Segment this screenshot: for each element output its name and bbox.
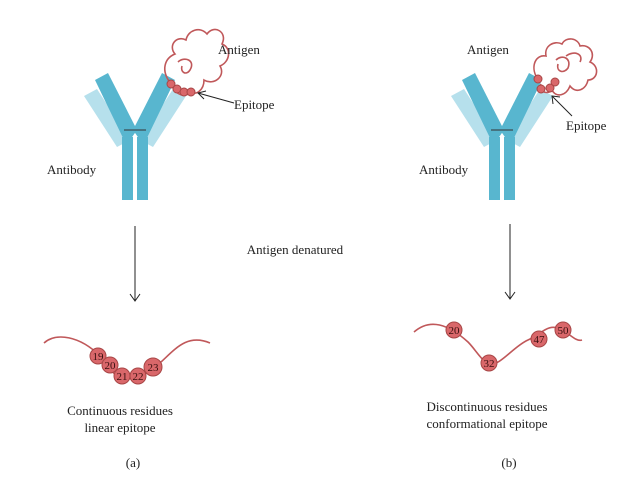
residue-a-23-label: 23: [148, 362, 160, 374]
antibody-a-light-chain-right: [140, 89, 186, 147]
antigen-b-epitope-residue: [545, 83, 555, 93]
antibody-a-stem-right: [137, 137, 148, 200]
residue-a-20: [101, 356, 119, 374]
residue-b-20: [445, 321, 463, 339]
residue-b-47-label: 47: [534, 334, 546, 346]
epitope-b-label: Epitope: [566, 118, 607, 133]
epitope-a-pointer: [197, 92, 235, 104]
epitope-b-pointer-head: [551, 95, 561, 105]
residue-a-22-label: 22: [133, 371, 144, 383]
panel-b-label: (b): [501, 455, 516, 470]
antibody-b-stem-right: [504, 137, 515, 200]
antigen-a-label: Antigen: [218, 42, 260, 57]
antigen-b-label: Antigen: [467, 42, 509, 57]
antibody-b-stem-left: [489, 137, 500, 200]
residue-b-50-label: 50: [558, 325, 570, 337]
antibody-b-light-chain-left: [451, 89, 497, 147]
denature-arrow-a-head: [129, 293, 141, 302]
antigen-a: [163, 28, 230, 97]
caption-a-line2: linear epitope: [84, 420, 155, 435]
epitope-b-pointer: [551, 95, 573, 117]
residue-a-21-label: 21: [117, 371, 128, 383]
antibody-b-heavy-arm-left: [462, 73, 504, 140]
residue-b-50: [554, 321, 572, 339]
antigen-b: [533, 38, 598, 96]
antigen-b-epitope-residue: [550, 77, 560, 87]
panel-a: Antigen Epitope Antibody 19 20 21 22 23 …: [43, 28, 275, 470]
denature-arrow-b-head: [504, 291, 516, 300]
caption-b-line1: Discontinuous residues: [427, 399, 548, 414]
residue-a-19-label: 19: [93, 351, 105, 363]
antibody-a: [84, 73, 186, 200]
residue-b-32-label: 32: [484, 358, 495, 370]
antibody-a-heavy-arm-right: [133, 73, 175, 140]
antigen-a-chain: [163, 28, 230, 97]
caption-b-line2: conformational epitope: [427, 416, 548, 431]
antibody-a-heavy-arm-left: [95, 73, 137, 140]
panel-b: Antigen Epitope Antibody 20 32 47 50 Dis…: [413, 38, 607, 470]
antibody-b-heavy-arm-right: [500, 73, 542, 140]
residue-b-20-label: 20: [449, 325, 461, 337]
residue-b-32: [480, 354, 498, 372]
antigen-a-epitope-residue: [186, 87, 196, 97]
antibody-b-label: Antibody: [419, 162, 469, 177]
antigen-b-epitope-residue: [536, 84, 546, 94]
residue-a-19: [89, 347, 107, 365]
linear-residues-a: 19 20 21 22 23: [89, 347, 163, 385]
antibody-a-label: Antibody: [47, 162, 97, 177]
caption-a-line1: Continuous residues: [67, 403, 173, 418]
residue-a-23: [143, 357, 163, 377]
panel-a-label: (a): [126, 455, 140, 470]
antigen-b-epitope-residue: [533, 74, 543, 84]
epitope-a-pointer-head: [197, 90, 207, 100]
residue-b-47: [530, 330, 548, 348]
antigen-a-epitope-residue: [166, 79, 176, 89]
antigen-denatured-label: Antigen denatured: [247, 242, 344, 257]
antigen-b-chain: [533, 38, 598, 96]
antibody-a-light-chain-left: [84, 89, 130, 147]
epitope-a-label: Epitope: [234, 97, 275, 112]
conformational-residues-b: 20 32 47 50: [445, 321, 572, 372]
antibody-b: [451, 73, 553, 200]
antibody-a-stem-left: [122, 137, 133, 200]
residue-a-20-label: 20: [105, 360, 117, 372]
residue-a-22: [129, 367, 147, 385]
antibody-b-light-chain-right: [507, 89, 553, 147]
